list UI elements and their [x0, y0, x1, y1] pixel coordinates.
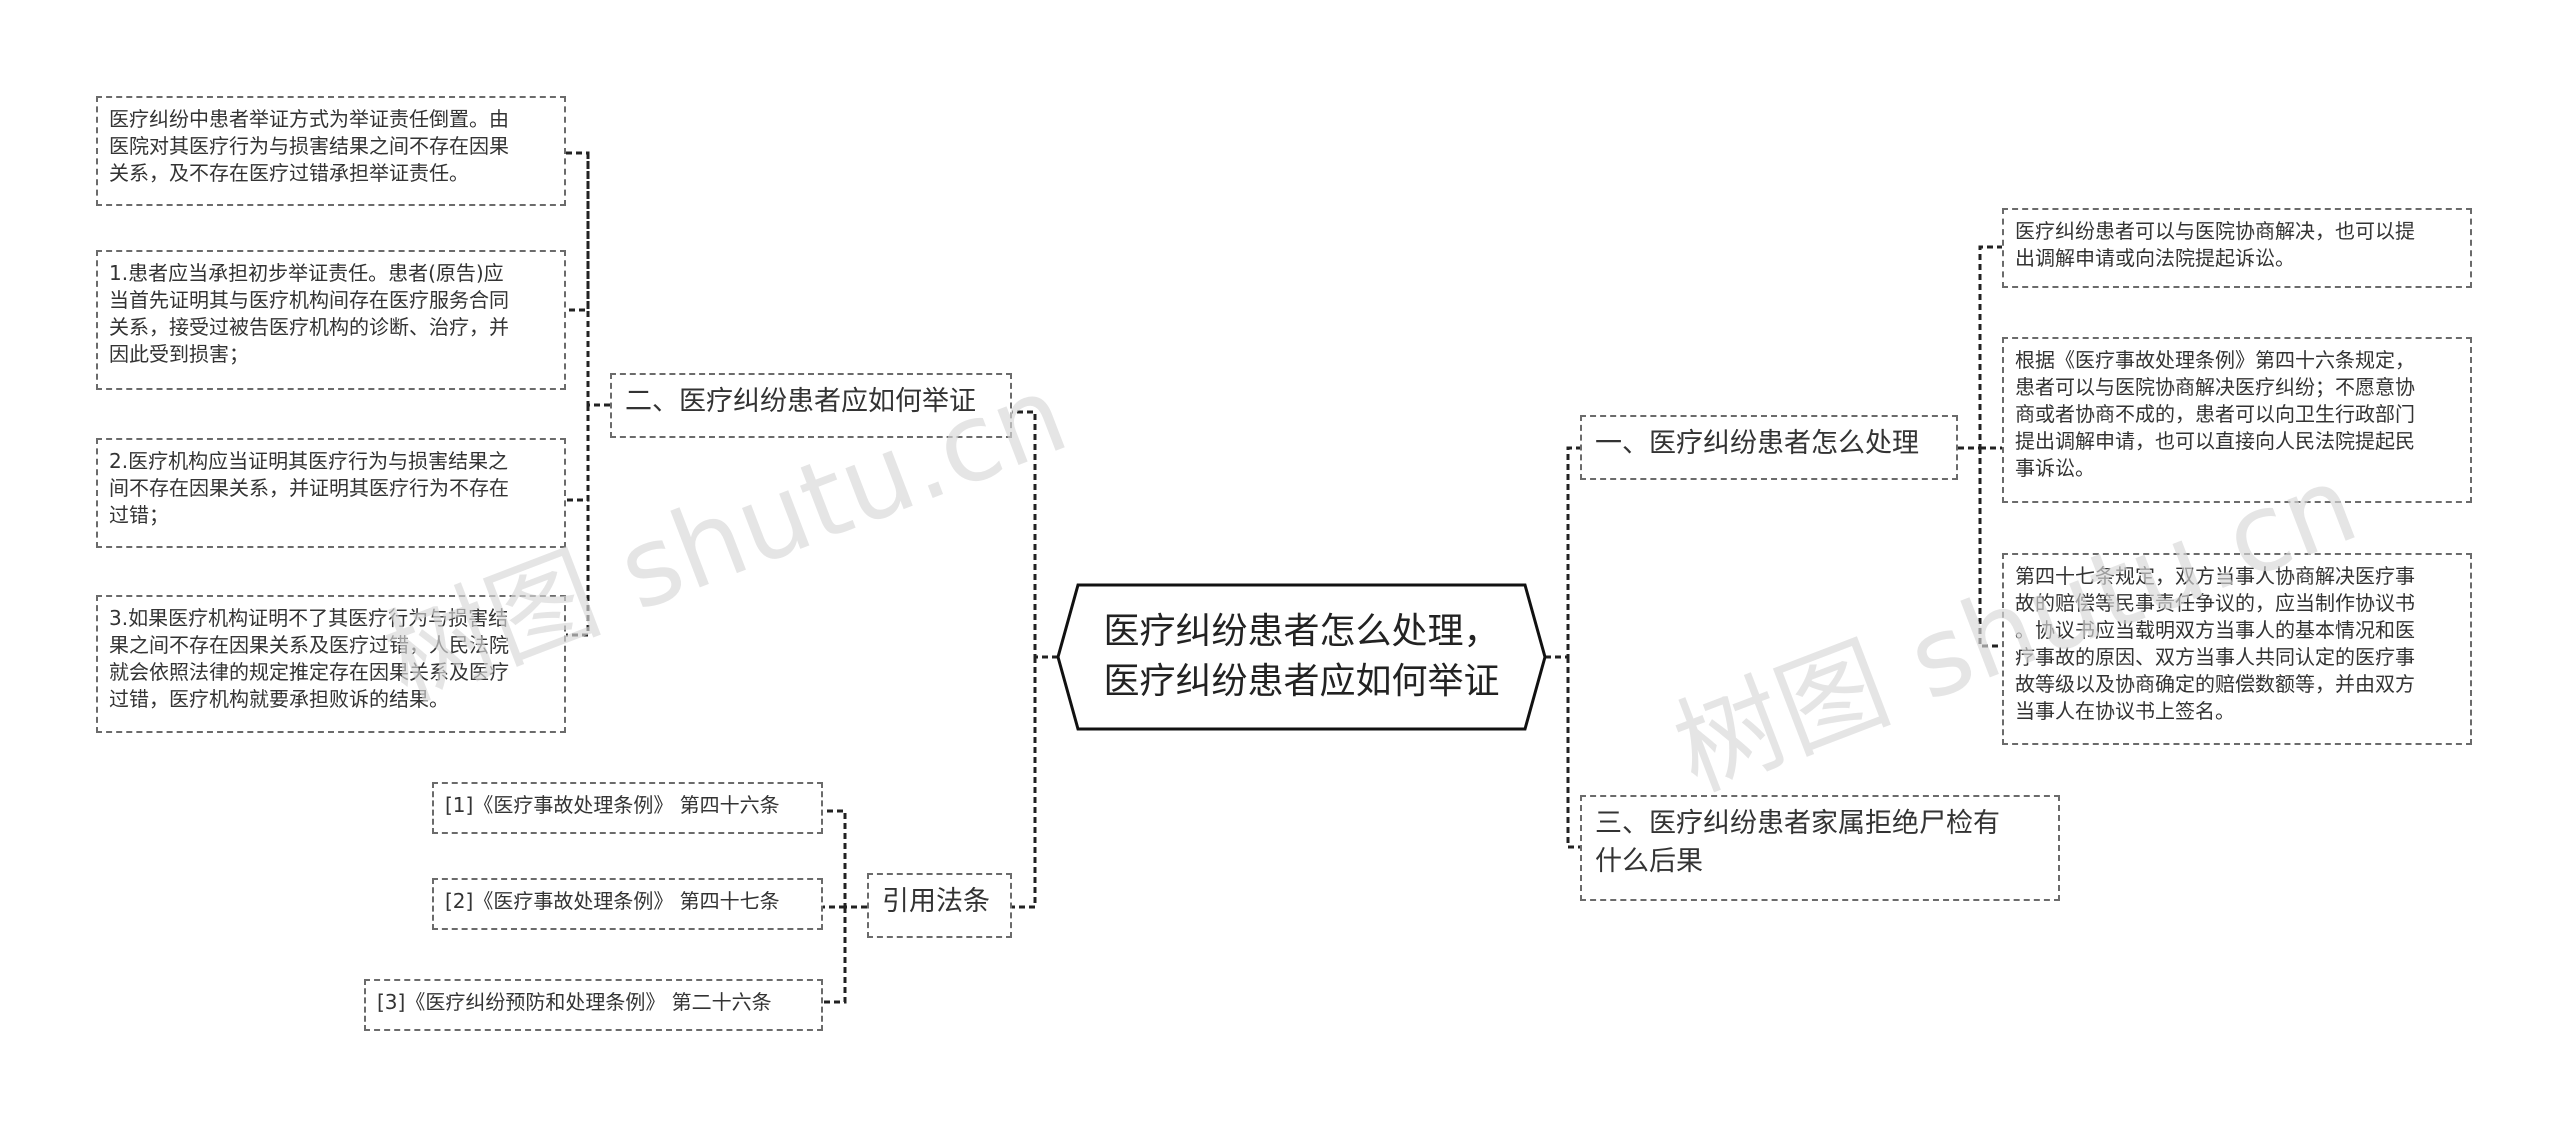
root-node-shape: [1056, 583, 1547, 731]
proof-item-presumption[interactable]: 3.如果医疗机构证明不了其医疗行为与损害结 果之间不存在因果关系及医疗过错，人民…: [96, 595, 566, 733]
law-item-47-text: [2]《医疗事故处理条例》 第四十七条: [445, 889, 780, 913]
connector-laws-items: [823, 809, 867, 1004]
handle-item-article-46-text: 根据《医疗事故处理条例》第四十六条规定， 患者可以与医院协商解决医疗纠纷；不愿意…: [2015, 348, 2415, 480]
handle-item-article-47[interactable]: 第四十七条规定，双方当事人协商解决医疗事 故的赔偿等民事责任争议的，应当制作协议…: [2002, 553, 2472, 745]
topic-autopsy-refusal[interactable]: 三、医疗纠纷患者家属拒绝尸检有 什么后果: [1580, 795, 2060, 901]
proof-item-hospital-duty-text: 2.医疗机构应当证明其医疗行为与损害结果之 间不存在因果关系，并证明其医疗行为不…: [109, 449, 509, 527]
topic-autopsy-refusal-label: 三、医疗纠纷患者家属拒绝尸检有 什么后果: [1595, 808, 2000, 877]
proof-item-burden-reversal[interactable]: 医疗纠纷中患者举证方式为举证责任倒置。由 医院对其医疗行为与损害结果之间不存在因…: [96, 96, 566, 206]
proof-item-burden-reversal-text: 医疗纠纷中患者举证方式为举证责任倒置。由 医院对其医疗行为与损害结果之间不存在因…: [109, 107, 509, 185]
law-item-46-text: [1]《医疗事故处理条例》 第四十六条: [445, 793, 780, 817]
connector-handle-items: [1958, 245, 2002, 648]
proof-item-hospital-duty[interactable]: 2.医疗机构应当证明其医疗行为与损害结果之 间不存在因果关系，并证明其医疗行为不…: [96, 438, 566, 548]
law-item-26-text: [3]《医疗纠纷预防和处理条例》 第二十六条: [377, 990, 772, 1014]
root-topic[interactable]: 医疗纠纷患者怎么处理， 医疗纠纷患者应如何举证: [1058, 585, 1545, 729]
topic-how-to-prove-label: 二、医疗纠纷患者应如何举证: [625, 386, 976, 417]
law-item-26[interactable]: [3]《医疗纠纷预防和处理条例》 第二十六条: [364, 979, 823, 1031]
topic-cited-laws-label: 引用法条: [882, 886, 990, 917]
connector-root-proof: [1012, 410, 1058, 659]
connector-root-laws: [1012, 657, 1037, 909]
handle-item-summary-text: 医疗纠纷患者可以与医院协商解决，也可以提 出调解申请或向法院提起诉讼。: [2015, 219, 2415, 270]
topic-how-to-handle[interactable]: 一、医疗纠纷患者怎么处理: [1580, 415, 1958, 480]
law-item-46[interactable]: [1]《医疗事故处理条例》 第四十六条: [432, 782, 823, 834]
connector-root-handle: [1545, 446, 1590, 659]
handle-item-summary[interactable]: 医疗纠纷患者可以与医院协商解决，也可以提 出调解申请或向法院提起诉讼。: [2002, 208, 2472, 288]
handle-item-article-47-text: 第四十七条规定，双方当事人协商解决医疗事 故的赔偿等民事责任争议的，应当制作协议…: [2015, 564, 2415, 723]
connector-proof-items: [566, 151, 610, 637]
proof-item-presumption-text: 3.如果医疗机构证明不了其医疗行为与损害结 果之间不存在因果关系及医疗过错，人民…: [109, 606, 509, 711]
law-item-47[interactable]: [2]《医疗事故处理条例》 第四十七条: [432, 878, 823, 930]
handle-item-article-46[interactable]: 根据《医疗事故处理条例》第四十六条规定， 患者可以与医院协商解决医疗纠纷；不愿意…: [2002, 337, 2472, 503]
topic-how-to-handle-label: 一、医疗纠纷患者怎么处理: [1595, 428, 1919, 459]
proof-item-patient-duty-text: 1.患者应当承担初步举证责任。患者(原告)应 当首先证明其与医疗机构间存在医疗服…: [109, 261, 509, 366]
proof-item-patient-duty[interactable]: 1.患者应当承担初步举证责任。患者(原告)应 当首先证明其与医疗机构间存在医疗服…: [96, 250, 566, 390]
root-topic-label: 医疗纠纷患者怎么处理， 医疗纠纷患者应如何举证: [1103, 611, 1500, 702]
topic-cited-laws[interactable]: 引用法条: [867, 873, 1012, 938]
topic-how-to-prove[interactable]: 二、医疗纠纷患者应如何举证: [610, 373, 1012, 438]
